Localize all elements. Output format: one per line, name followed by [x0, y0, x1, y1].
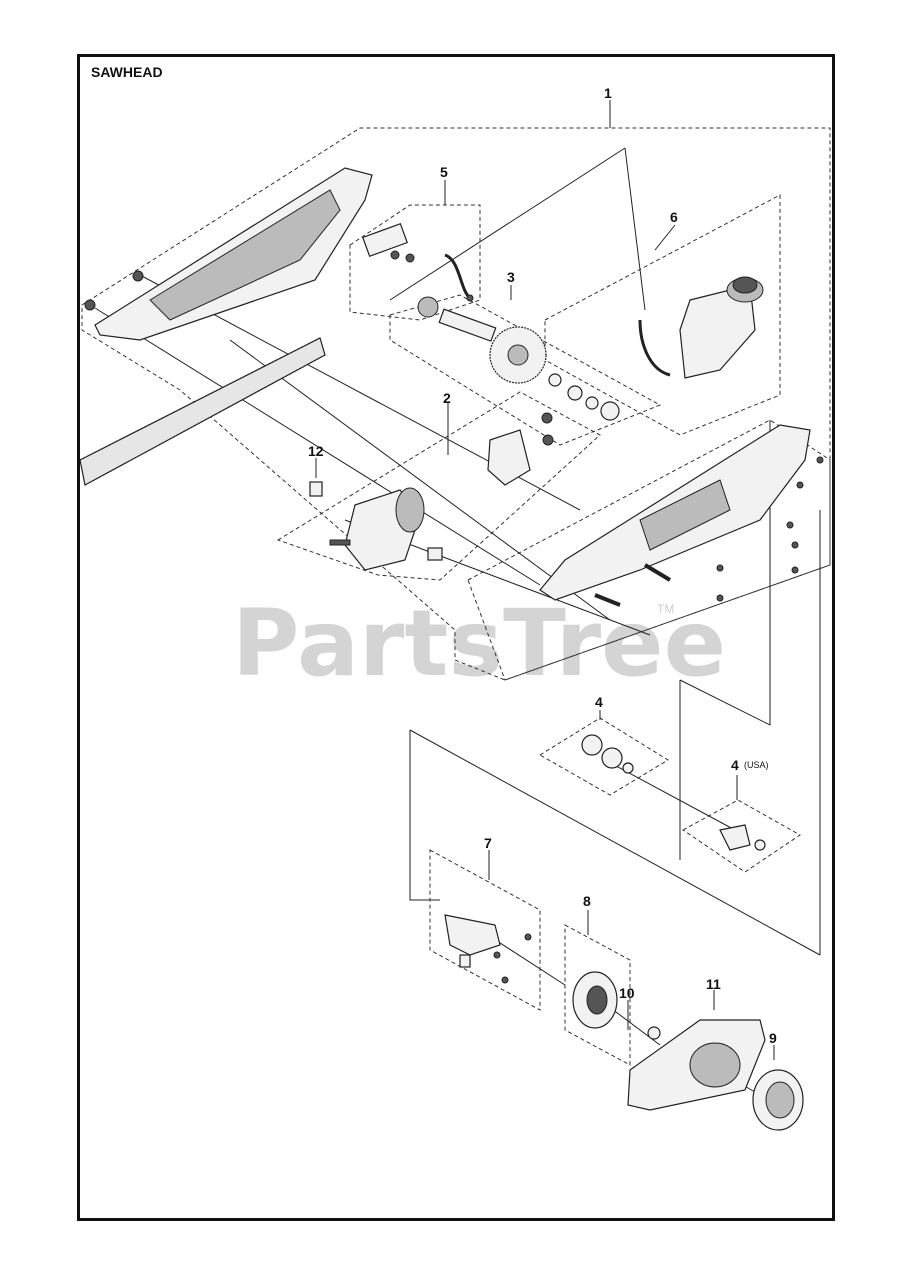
- handle-left-half: [84, 167, 373, 341]
- sprocket-cover: [627, 1019, 766, 1111]
- watermark-text: PartsTree: [232, 590, 726, 697]
- group-7-outline: [429, 849, 541, 1011]
- chain-cover-knob: [752, 1069, 804, 1131]
- watermark-tm: TM: [657, 602, 674, 616]
- diagram-title: SAWHEAD: [91, 64, 163, 80]
- callout-8: 8: [583, 893, 591, 909]
- retaining-ring: [647, 1026, 661, 1040]
- callout-10: 10: [619, 985, 635, 1001]
- oil-pump: [362, 222, 474, 302]
- callout-11: 11: [706, 976, 721, 992]
- callout-4-usa: 4: [731, 757, 739, 773]
- diagram-frame: [77, 54, 835, 1221]
- oil-tank: [638, 276, 764, 379]
- sprocket-washers: [581, 734, 634, 774]
- group-6-outline: [544, 194, 781, 436]
- callout-5: 5: [440, 164, 448, 180]
- saw-chain: [79, 337, 326, 486]
- group-5-outline: [349, 204, 481, 321]
- group-3-outline: [389, 294, 662, 446]
- callout-1: 1: [604, 85, 612, 101]
- callout-4: 4: [595, 694, 603, 710]
- callout-2: 2: [443, 390, 451, 406]
- sprocket-usa: [719, 824, 766, 851]
- callout-9: 9: [769, 1030, 777, 1046]
- drive-sprocket: [572, 971, 618, 1029]
- group-8-outline: [564, 924, 631, 1066]
- callout-7: 7: [484, 835, 492, 851]
- callout-6: 6: [670, 209, 678, 225]
- drive-gear: [417, 296, 620, 421]
- group-4usa-outline: [682, 799, 801, 873]
- carbon-brushes: [309, 481, 443, 561]
- callout-12: 12: [308, 443, 324, 459]
- housing-right-half: [539, 424, 824, 607]
- tensioner-plate: [444, 914, 532, 984]
- group-1-outline: [81, 127, 831, 681]
- callout-4-usa-sub: (USA): [744, 760, 769, 770]
- electric-motor: [329, 412, 554, 571]
- callout-3: 3: [507, 269, 515, 285]
- group-4-outline: [539, 717, 669, 796]
